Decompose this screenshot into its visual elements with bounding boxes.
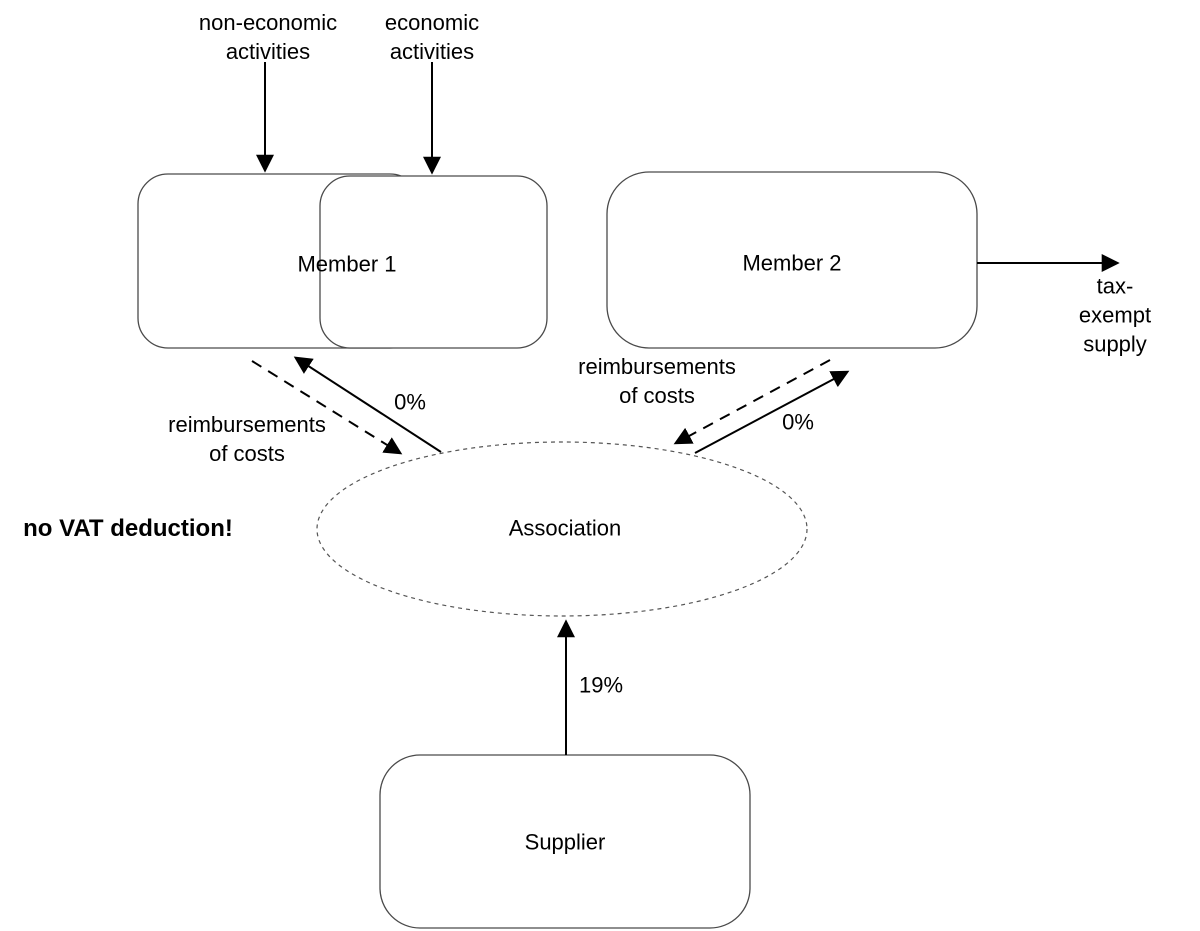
label-economic-activities: economic activities <box>384 9 480 64</box>
association-label: Association <box>508 515 622 541</box>
label-zero-percent-right: 0% <box>782 409 814 435</box>
label-no-vat-deduction: no VAT deduction! <box>23 515 233 543</box>
arrow-association-to-member2 <box>694 370 850 454</box>
arrow-member2-to-association <box>673 359 831 445</box>
member2-label: Member 2 <box>742 250 842 276</box>
supplier-label: Supplier <box>524 829 606 855</box>
member1-label: Member 1 <box>297 251 397 277</box>
member2-box <box>606 171 978 349</box>
arrow-association-to-member1 <box>293 356 442 453</box>
label-nineteen-percent: 19% <box>578 672 624 698</box>
label-reimbursements-right: reimbursements of costs <box>578 353 736 408</box>
label-non-economic-activities: non-economic activities <box>198 9 338 64</box>
arrow-member1-to-association <box>251 360 403 455</box>
association-ellipse <box>316 441 808 617</box>
label-tax-exempt-supply: tax-exempt supply <box>1078 273 1152 357</box>
member1-box-right <box>319 175 548 349</box>
label-reimbursements-left: reimbursements of costs <box>168 411 326 466</box>
label-zero-percent-left: 0% <box>394 389 426 415</box>
